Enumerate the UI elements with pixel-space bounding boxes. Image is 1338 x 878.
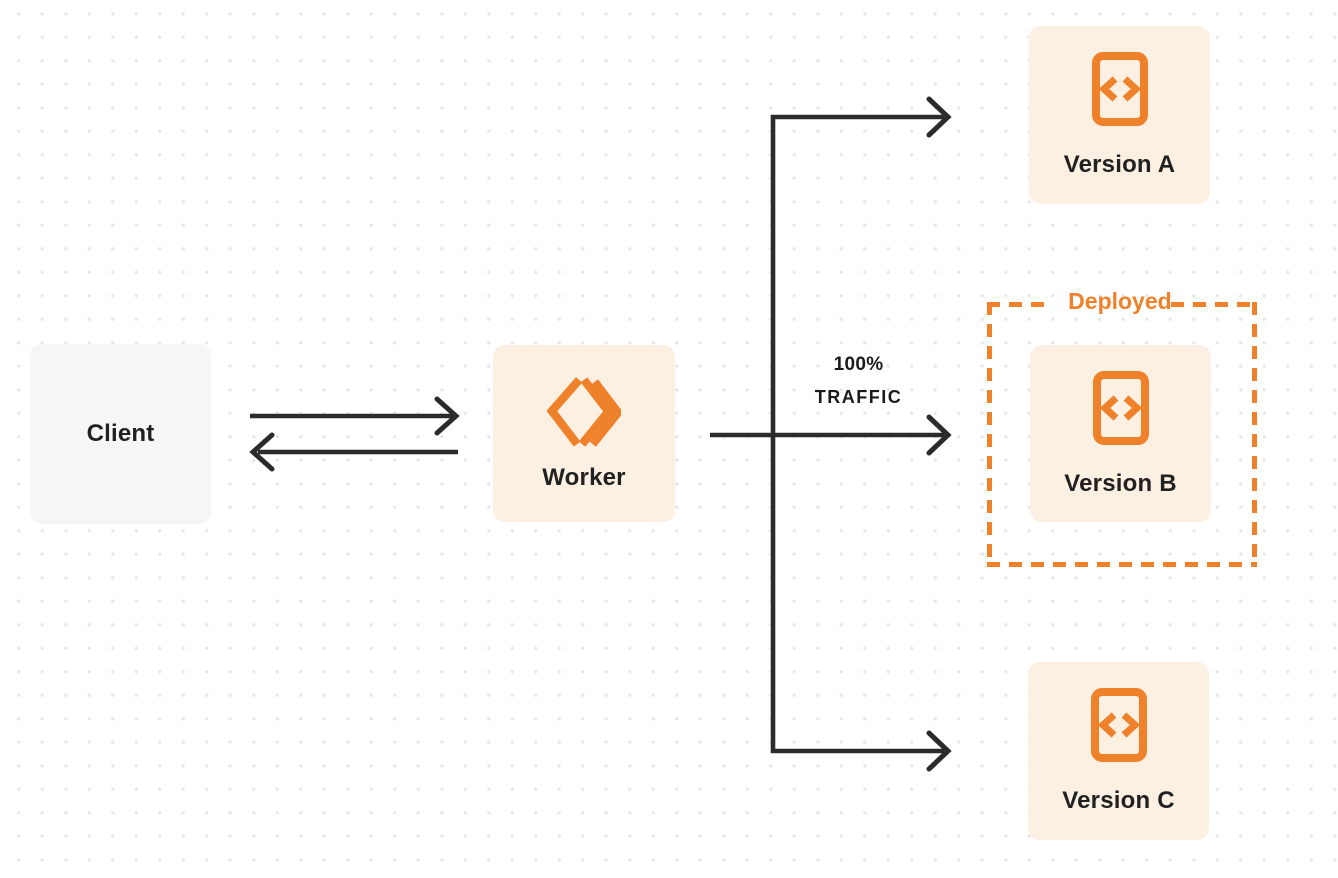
arrowhead-version-a-icon	[926, 96, 952, 138]
node-worker: Worker	[493, 345, 675, 522]
node-version-a: Version A	[1029, 26, 1210, 204]
traffic-label: 100% TRAFFIC	[786, 349, 931, 414]
arrowhead-version-b-icon	[926, 414, 952, 456]
deployed-border-right	[1252, 302, 1257, 567]
arrowhead-version-c-icon	[926, 730, 952, 772]
code-document-icon	[1090, 688, 1147, 762]
worker-label: Worker	[542, 464, 626, 491]
arrowhead-right-icon	[434, 396, 460, 436]
traffic-word: TRAFFIC	[814, 387, 903, 407]
deployed-region: Deployed	[987, 288, 1257, 567]
version-b-label: Version B	[1064, 469, 1177, 497]
node-version-b: Version B	[1030, 345, 1211, 522]
node-version-c: Version C	[1028, 662, 1209, 840]
arrowhead-left-icon	[249, 432, 275, 472]
traffic-percentage: 100%	[833, 354, 884, 375]
code-document-icon	[1092, 370, 1149, 445]
version-c-label: Version C	[1062, 787, 1175, 814]
version-a-label: Version A	[1063, 151, 1176, 178]
client-label: Client	[86, 420, 155, 447]
branch-trunk	[770, 114, 944, 754]
deployed-border-top-left	[987, 302, 1045, 307]
deployed-label: Deployed	[1068, 288, 1172, 314]
deployed-border-left	[987, 302, 992, 567]
code-document-icon	[1091, 52, 1148, 126]
deployed-border-top-right	[1171, 302, 1257, 307]
workers-logo-icon	[547, 377, 621, 447]
node-client: Client	[30, 344, 211, 524]
deployed-border-bottom	[987, 562, 1257, 567]
